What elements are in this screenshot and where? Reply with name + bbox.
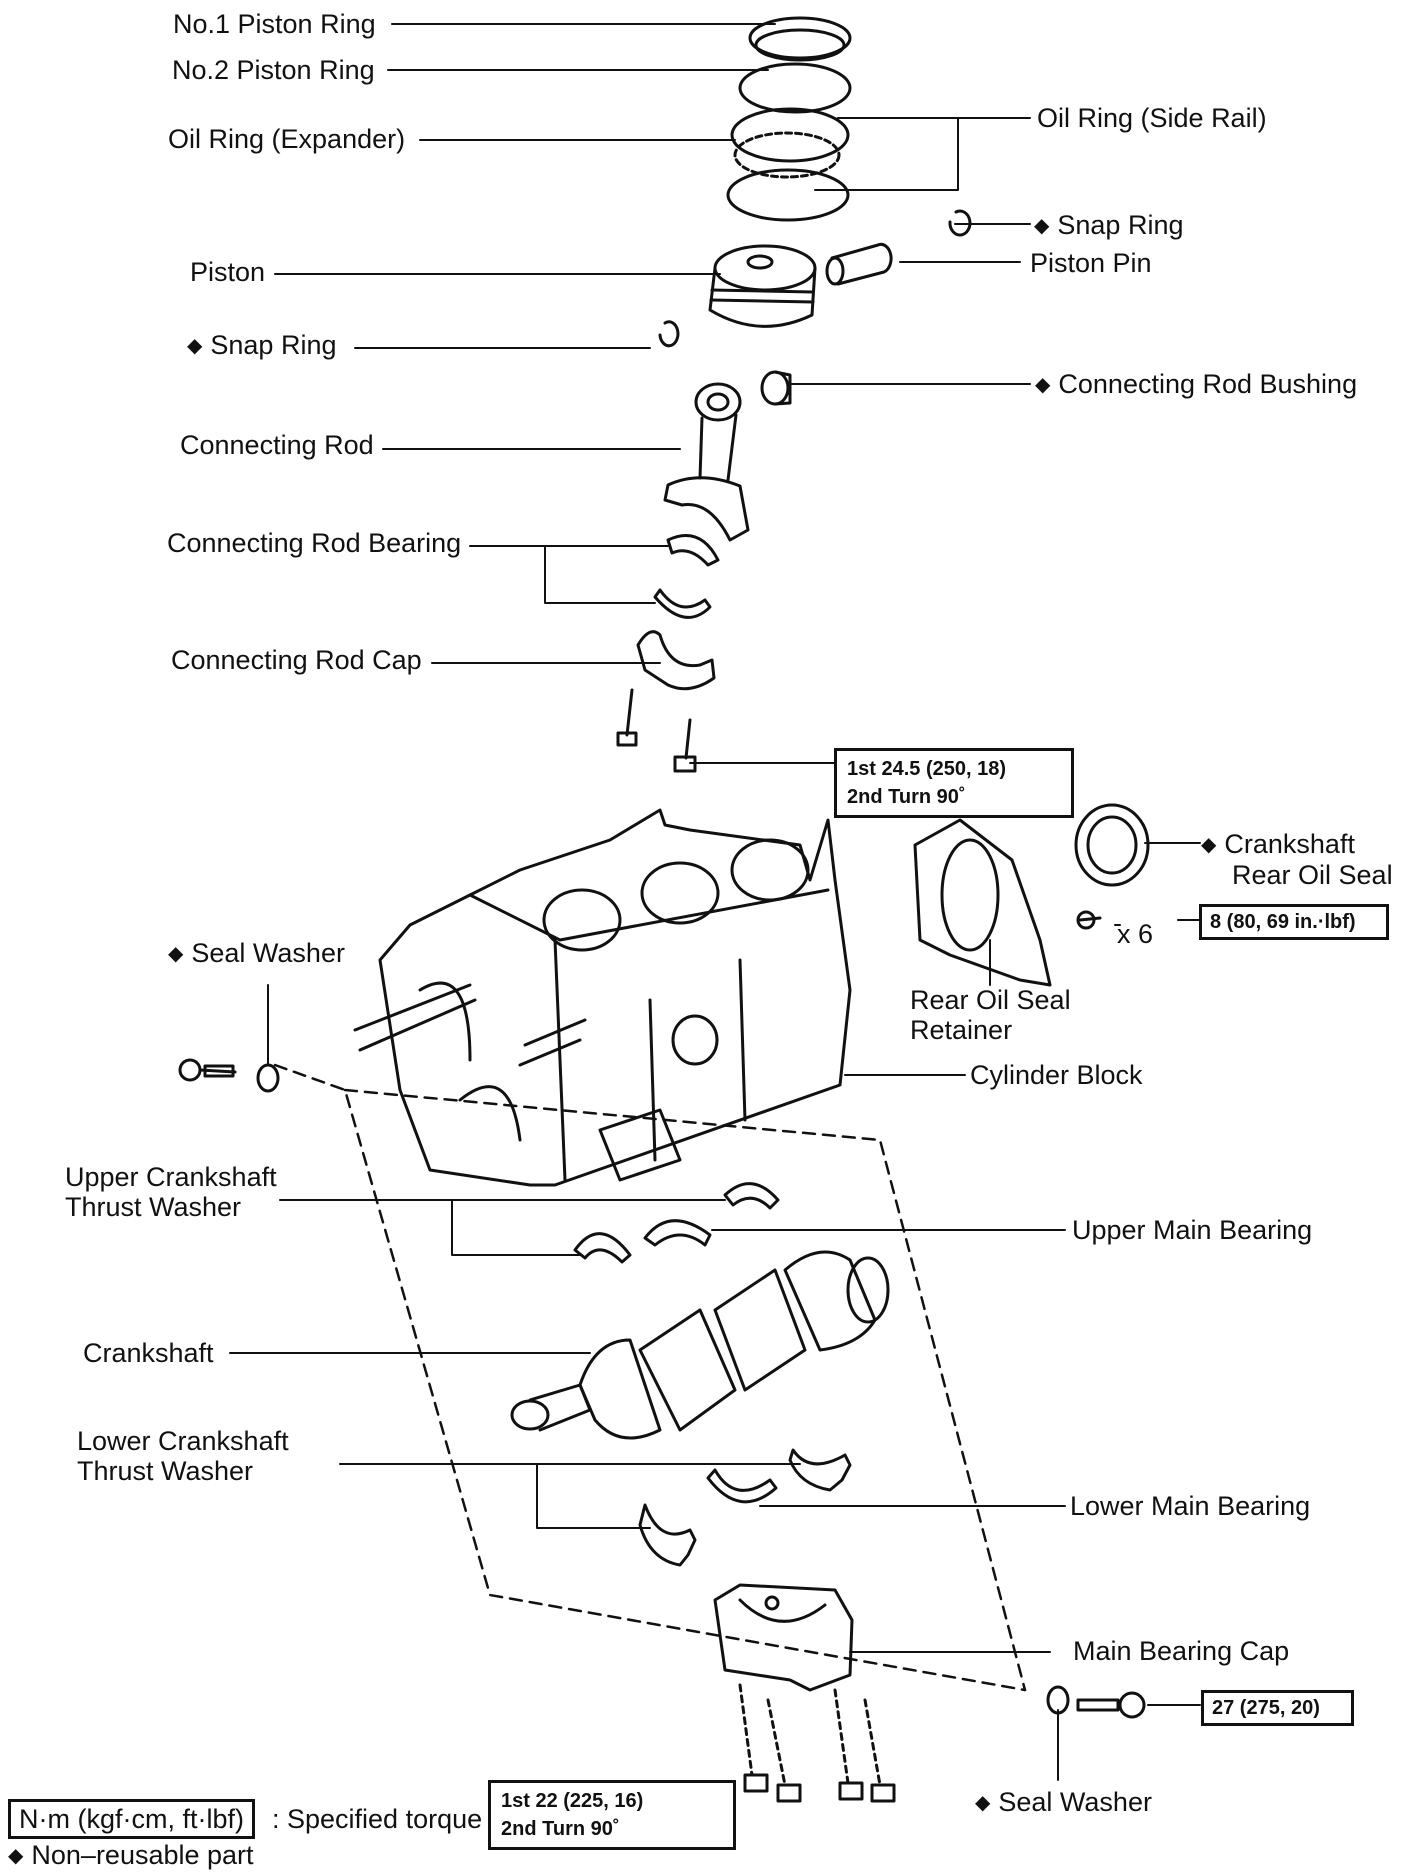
rod-bearing-upper [666,534,720,567]
torque-rod-cap-2nd: 2nd Turn 90˚ [847,786,966,808]
torque-main-cap-2nd: 2nd Turn 90˚ [501,1818,620,1840]
crankshaft-rear-oil-seal [1074,803,1150,887]
upper-thrust-washer-line2: Thrust Washer [65,1192,242,1222]
side-bolt-bottom [1076,1691,1146,1719]
non-reusable-mark: ◆ [1201,834,1217,856]
torque-box-retainer: 8 (80, 69 in.·lbf) [1199,904,1389,940]
lower-thrust-washer-line2: Thrust Washer [77,1456,254,1486]
connecting-rod-cap [636,630,716,691]
snap-ring-right [948,209,972,237]
lower-thrust-washer-a [638,1503,697,1567]
dashed-guides [273,1063,1027,1692]
upper-thrust-washer-line1: Upper Crankshaft [65,1162,277,1192]
label-oil-ring-side-rail: Oil Ring (Side Rail) [1037,103,1267,133]
label-main-bearing-cap: Main Bearing Cap [1073,1636,1290,1666]
crankshaft-rear-oil-seal-line1: ◆ Crankshaft [1201,829,1393,860]
seal-washer-top-shape [256,1063,280,1093]
label-connecting-rod-cap: Connecting Rod Cap [171,645,422,675]
non-reusable-mark: ◆ [8,1845,24,1867]
upper-main-bearing-a [643,1219,712,1247]
cylinder-block [353,808,852,1187]
non-reusable-mark: ◆ [1034,215,1050,237]
legend-non-reusable-text: Non–reusable part [31,1840,254,1870]
rear-oil-seal-retainer-line1: Rear Oil Seal [910,985,1071,1015]
upper-thrust-washer-shape [573,1232,632,1264]
torque-box-rod-cap: 1st 24.5 (250, 18) 2nd Turn 90˚ [834,748,1074,818]
rod-cap-bolts [616,688,697,773]
rod-bearing-lower [653,588,712,619]
snap-ring-left [658,320,680,348]
label-crankshaft-rear-oil-seal: ◆ Crankshaft Rear Oil Seal [1201,829,1393,890]
seal-washer-bottom-shape [1046,1685,1070,1715]
seal-washer-bottom-text: Seal Washer [998,1787,1152,1817]
label-snap-ring-right: ◆ Snap Ring [1034,210,1183,241]
label-seal-washer-bottom: ◆ Seal Washer [975,1787,1152,1818]
legend-non-reusable: ◆ Non–reusable part [8,1840,254,1871]
lower-thrust-washer-b [788,1448,852,1492]
piston-pin [825,242,893,286]
snap-ring-right-text: Snap Ring [1057,210,1184,240]
label-connecting-rod: Connecting Rod [180,430,374,460]
label-upper-thrust-washer: Upper Crankshaft Thrust Washer [65,1162,277,1222]
upper-main-bearing-b [723,1182,780,1210]
label-snap-ring-left: ◆ Snap Ring [187,330,336,361]
legend-specified-torque: : Specified torque [272,1804,483,1834]
label-upper-main-bearing: Upper Main Bearing [1072,1215,1313,1245]
crankshaft-rear-oil-seal-line2: Rear Oil Seal [1232,860,1393,890]
crankshaft-rear-oil-seal-text1: Crankshaft [1224,829,1355,859]
non-reusable-mark: ◆ [187,335,203,357]
label-cylinder-block: Cylinder Block [970,1060,1143,1090]
torque-main-cap-1st: 1st 22 (225, 16) [501,1790,644,1812]
label-no1-piston-ring: No.1 Piston Ring [173,9,376,39]
main-bearing-cap-shape [713,1583,854,1692]
retainer-bolt [1076,910,1102,930]
side-bolt-top [178,1058,237,1082]
piston-rings [726,16,852,222]
torque-box-side-bolt: 27 (275, 20) [1201,1690,1354,1726]
main-cap-bolts [738,1683,896,1803]
torque-box-main-cap: 1st 22 (225, 16) 2nd Turn 90˚ [488,1780,736,1850]
label-no2-piston-ring: No.2 Piston Ring [172,55,375,85]
connecting-rod [663,382,750,542]
label-rear-oil-seal-retainer: Rear Oil Seal Retainer [910,985,1071,1045]
non-reusable-mark: ◆ [168,943,184,965]
label-connecting-rod-bearing: Connecting Rod Bearing [167,528,462,558]
label-oil-ring-expander: Oil Ring (Expander) [168,124,406,154]
label-crankshaft: Crankshaft [83,1338,214,1368]
torque-rod-cap-1st: 1st 24.5 (250, 18) [847,758,1006,780]
legend-unit-box: N·m (kgf·cm, ft·lbf) [8,1799,255,1839]
connecting-rod-bushing [760,370,792,406]
snap-ring-left-text: Snap Ring [210,330,337,360]
non-reusable-mark: ◆ [975,1792,991,1814]
rear-oil-seal-retainer-line2: Retainer [910,1015,1013,1045]
label-lower-thrust-washer: Lower Crankshaft Thrust Washer [77,1426,289,1486]
label-bolt-qty: x 6 [1117,919,1154,949]
torque-side-bolt: 27 (275, 20) [1212,1697,1320,1719]
lower-thrust-washer-line1: Lower Crankshaft [77,1426,289,1456]
label-connecting-rod-bushing: ◆ Connecting Rod Bushing [1035,369,1357,400]
label-piston-pin: Piston Pin [1030,248,1152,278]
seal-washer-top-text: Seal Washer [191,938,345,968]
leader-lines [229,23,1201,1781]
rear-oil-seal-retainer [913,818,1052,987]
piston [708,244,817,328]
non-reusable-mark: ◆ [1035,374,1051,396]
label-piston: Piston [190,257,266,287]
torque-retainer: 8 (80, 69 in.·lbf) [1210,911,1356,933]
label-seal-washer-top: ◆ Seal Washer [168,938,345,969]
label-lower-main-bearing: Lower Main Bearing [1070,1491,1311,1521]
lower-main-bearing-a [706,1468,778,1504]
connecting-rod-bushing-text: Connecting Rod Bushing [1058,369,1358,399]
crankshaft-shape [510,1250,890,1440]
